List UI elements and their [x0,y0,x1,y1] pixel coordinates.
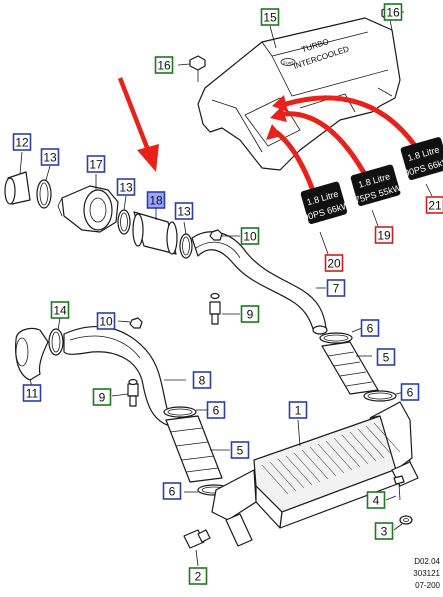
callout-number: 10 [243,230,257,244]
callout-number: 18 [149,194,163,208]
callout-4: 4 [368,492,385,508]
bolt-16-lower [178,56,205,82]
callout-number: 6 [213,404,220,418]
callout-number: 12 [15,136,29,150]
callout-number: 20 [327,257,341,271]
callout-number: 6 [367,322,374,336]
callout-16: 16 [385,4,402,20]
callout-number: 2 [195,570,202,584]
callout-13: 13 [118,179,135,195]
callout-number: 5 [237,444,244,458]
clamp-6-lower-right [364,391,404,401]
callout-number: 8 [199,374,206,388]
callout-13: 13 [42,149,59,165]
nut-10-lower [118,318,142,328]
badge-21: 1.8 Litre 90PS 66kW [397,136,443,182]
callout-9: 9 [94,389,111,405]
reference-line-1: D02.04 [414,557,440,566]
callout-3: 3 [376,523,393,539]
clamp-14 [49,318,63,355]
callout-number: 6 [169,485,176,499]
callout-19: 19 [376,227,393,243]
callout-number: 7 [333,282,340,296]
callout-number: 17 [89,158,103,172]
callout-number: 16 [386,6,400,20]
callout-1: 1 [290,402,307,418]
intercooler-cover: Ford TURBO INTERCOOLED [198,18,400,170]
clamp-6-middle-left [164,407,208,417]
callout-number: 16 [157,59,171,73]
callout-number: 15 [263,11,277,25]
callout-10: 10 [98,313,115,329]
sensor-9-lower [112,380,138,407]
callout-number: 9 [99,391,106,405]
callout-21: 21 [427,197,443,213]
callout-6: 6 [208,402,225,418]
callout-17: 17 [88,156,105,172]
clamp-13-left [37,166,51,208]
callout-6: 6 [402,384,419,400]
callout-10: 10 [242,228,259,244]
callout-number: 13 [43,151,57,165]
badge-19: 1.8 Litre 75PS 55kW [348,163,403,207]
hose-5-right [322,342,378,394]
callout-14: 14 [52,302,69,318]
callout-8: 8 [194,372,211,388]
callout-number: 9 [247,308,254,322]
callout-6: 6 [164,483,181,499]
callout-number: 11 [26,387,39,401]
callout-12: 12 [14,134,31,150]
callout-6: 6 [362,320,379,336]
callout-number: 13 [177,205,191,219]
callout-number: 10 [99,315,113,329]
callout-2: 2 [190,568,207,584]
callout-number: 14 [53,304,67,318]
turbo-housing-17 [58,174,118,232]
callout-16: 16 [156,57,173,73]
sensor-2 [184,530,210,566]
hose-5-left [166,416,230,482]
clamp-13-right [180,222,192,258]
reference-line-2: 303121 [413,569,440,578]
adapter-12 [5,152,30,204]
callout-7: 7 [328,280,345,296]
callout-number: 13 [119,181,133,195]
callout-13: 13 [176,203,193,219]
callout-number: 6 [407,386,414,400]
hose-18 [133,208,177,254]
callout-number: 21 [428,199,442,213]
clamp-13-middle [118,196,130,234]
callout-20: 20 [326,255,343,271]
reference-code: D02.04 303121 07-200 [413,557,440,590]
callout-11: 11 [24,385,41,401]
callout-18: 18 [148,192,165,208]
callout-5: 5 [232,442,249,458]
callout-number: 3 [381,525,388,539]
reference-line-3: 07-200 [415,581,440,590]
callout-number: 4 [373,494,380,508]
callout-number: 19 [377,229,391,243]
grommet-3 [394,516,412,530]
callout-15: 15 [262,9,279,25]
elbow-11 [16,328,48,386]
callout-number: 1 [295,404,302,418]
callout-5: 5 [378,349,395,365]
callout-9: 9 [242,306,259,322]
badge-20: 1.8 Litre 90PS 66kW [296,180,352,226]
callout-number: 5 [383,351,390,365]
red-indicator-arrow [120,78,159,172]
sensor-9-upper [210,294,240,325]
